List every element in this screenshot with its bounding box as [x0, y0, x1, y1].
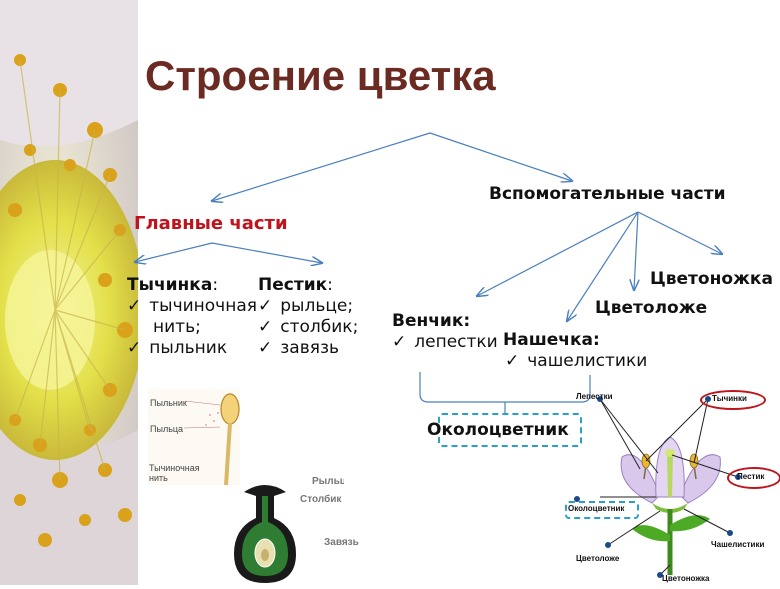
- perianth-bracket: [419, 372, 591, 413]
- receptacle-label: Цветоложе: [595, 298, 708, 318]
- calyx-item: чашелистики: [503, 351, 647, 372]
- pistil-block: Пестик: рыльце; столбик; завязь: [258, 275, 358, 359]
- corolla-item: лепестки: [392, 332, 497, 353]
- corolla-title: Венчик:: [392, 311, 471, 331]
- stamens-caption: Тычинки: [712, 394, 747, 403]
- pistil-item: рыльце;: [258, 296, 358, 317]
- main-parts-heading: Главные части: [134, 213, 288, 234]
- style-caption: Столбик: [300, 494, 342, 505]
- perianth-label: Околоцветник: [427, 420, 569, 440]
- stamen-drawing: [148, 389, 240, 486]
- pistil-title: Пестик: [258, 275, 328, 295]
- stamen-item: пыльник: [127, 338, 257, 359]
- filament-caption: Тычиночная нить: [149, 463, 200, 483]
- pistil-item: завязь: [258, 338, 358, 359]
- flower-photo: [0, 0, 138, 585]
- petals-caption: Лепестки: [576, 392, 613, 401]
- arrow-to-pedicel: [637, 211, 722, 254]
- stamens-highlight-ring: [700, 390, 766, 410]
- flower-perianth-caption: Околоцветник: [568, 504, 625, 513]
- arrow-to-stamen: [135, 242, 213, 262]
- pistil-figure: [230, 478, 300, 585]
- sepals-caption: Чашелистики: [711, 540, 765, 549]
- stamen-item: тычиночная: [127, 296, 257, 317]
- arrow-to-pistil: [211, 242, 322, 263]
- pistil-caption: Пестик: [737, 472, 765, 481]
- calyx-block: Нашечка: чашелистики: [503, 330, 647, 372]
- stamen-block: Тычинка: тычиночная нить; пыльник: [127, 275, 257, 359]
- arrow-to-aux-parts: [429, 132, 572, 181]
- corolla-block: Венчик: лепестки: [392, 311, 498, 353]
- arrow-to-receptacle: [634, 211, 638, 290]
- pistil-item: столбик;: [258, 317, 358, 338]
- ovary-caption: Завязь: [324, 537, 359, 548]
- stigma-caption: Рыльце: [312, 476, 344, 487]
- stamen-item: нить;: [153, 317, 201, 337]
- arrow-to-corolla: [477, 211, 639, 296]
- pollen-caption: Пыльца: [150, 424, 184, 434]
- stamen-title: Тычинка: [127, 275, 213, 295]
- perianth-box: [438, 413, 582, 447]
- pedicel-label: Цветоножка: [650, 269, 773, 289]
- anther-caption: Пыльник: [150, 398, 187, 408]
- flower-pedicel-caption: Цветоножка: [662, 574, 710, 583]
- aux-parts-heading: Вспомогательные части: [489, 184, 726, 204]
- pistil-drawing: [234, 485, 296, 583]
- calyx-title: Нашечка:: [503, 330, 600, 350]
- arrow-to-main-parts: [212, 132, 431, 201]
- page-title: Строение цветка: [145, 52, 496, 99]
- stamen-figure: [140, 385, 240, 486]
- flower-perianth-box: [565, 501, 639, 519]
- receptacle-caption: Цветоложе: [576, 554, 620, 563]
- arrow-to-calyx: [567, 211, 639, 321]
